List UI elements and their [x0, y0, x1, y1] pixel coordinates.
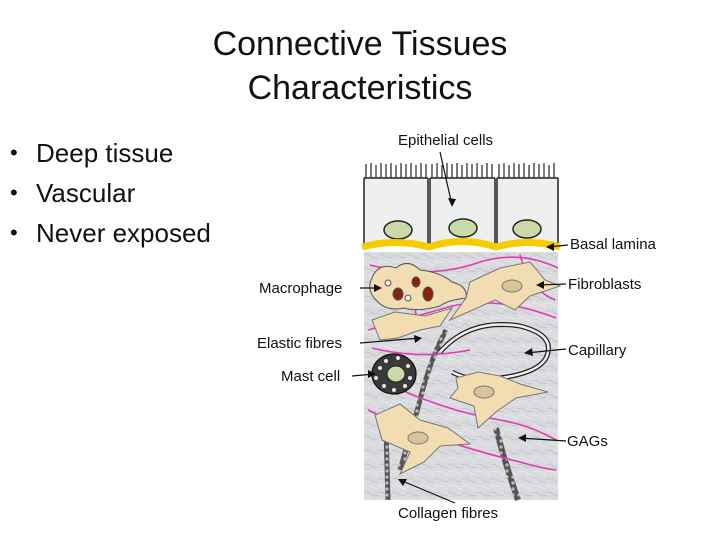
mast-cell	[371, 353, 417, 395]
label-basal-lamina: Basal lamina	[570, 236, 657, 253]
label-gags: GAGs	[567, 433, 608, 450]
fibroblast-cells	[371, 261, 562, 476]
bullet-item: • Never exposed	[8, 213, 211, 253]
label-macrophage: Macrophage	[259, 280, 342, 297]
microvilli	[365, 163, 555, 178]
bullet-icon: •	[10, 140, 18, 165]
bullet-list: • Deep tissue • Vascular • Never exposed	[8, 133, 211, 253]
label-mast-cell: Mast cell	[281, 368, 340, 385]
slide-title: Connective Tissues Characteristics	[0, 22, 720, 110]
bullet-text: Deep tissue	[36, 138, 174, 168]
bullet-icon: •	[10, 180, 18, 205]
label-epithelial-cells: Epithelial cells	[398, 132, 493, 149]
title-line-2: Characteristics	[247, 69, 473, 107]
label-collagen-fibres: Collagen fibres	[398, 505, 498, 522]
bullet-icon: •	[10, 220, 18, 245]
epithelial-cell-layer	[363, 177, 559, 247]
label-elastic-fibres: Elastic fibres	[257, 335, 342, 352]
macrophage-cell	[369, 263, 467, 311]
bullet-item: • Deep tissue	[8, 133, 211, 173]
title-line-1: Connective Tissues	[212, 25, 508, 63]
bullet-item: • Vascular	[8, 173, 211, 213]
bullet-text: Vascular	[36, 178, 136, 208]
arrowheads	[368, 198, 554, 486]
bullet-text: Never exposed	[36, 218, 211, 248]
basal-lamina-band	[361, 238, 561, 251]
label-fibroblasts: Fibroblasts	[568, 276, 641, 293]
label-capillary: Capillary	[568, 342, 627, 359]
